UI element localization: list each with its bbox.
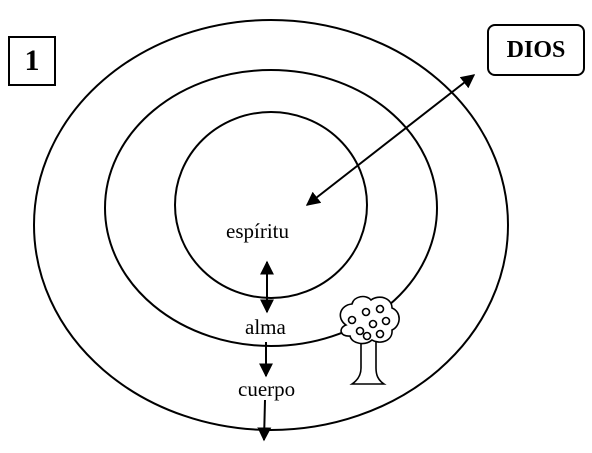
spirit-label: espíritu bbox=[226, 219, 289, 243]
tree-icon bbox=[339, 295, 400, 385]
body-label: cuerpo bbox=[238, 377, 296, 401]
diagram-number-box: 1 bbox=[8, 36, 56, 86]
god-spirit-arrow bbox=[305, 74, 476, 206]
soul-label: alma bbox=[245, 315, 286, 339]
inner-ring-spirit bbox=[174, 111, 368, 299]
middle-ring-soul bbox=[104, 69, 438, 347]
body-down-arrow bbox=[257, 399, 272, 442]
god-label-box: DIOS bbox=[487, 24, 585, 76]
